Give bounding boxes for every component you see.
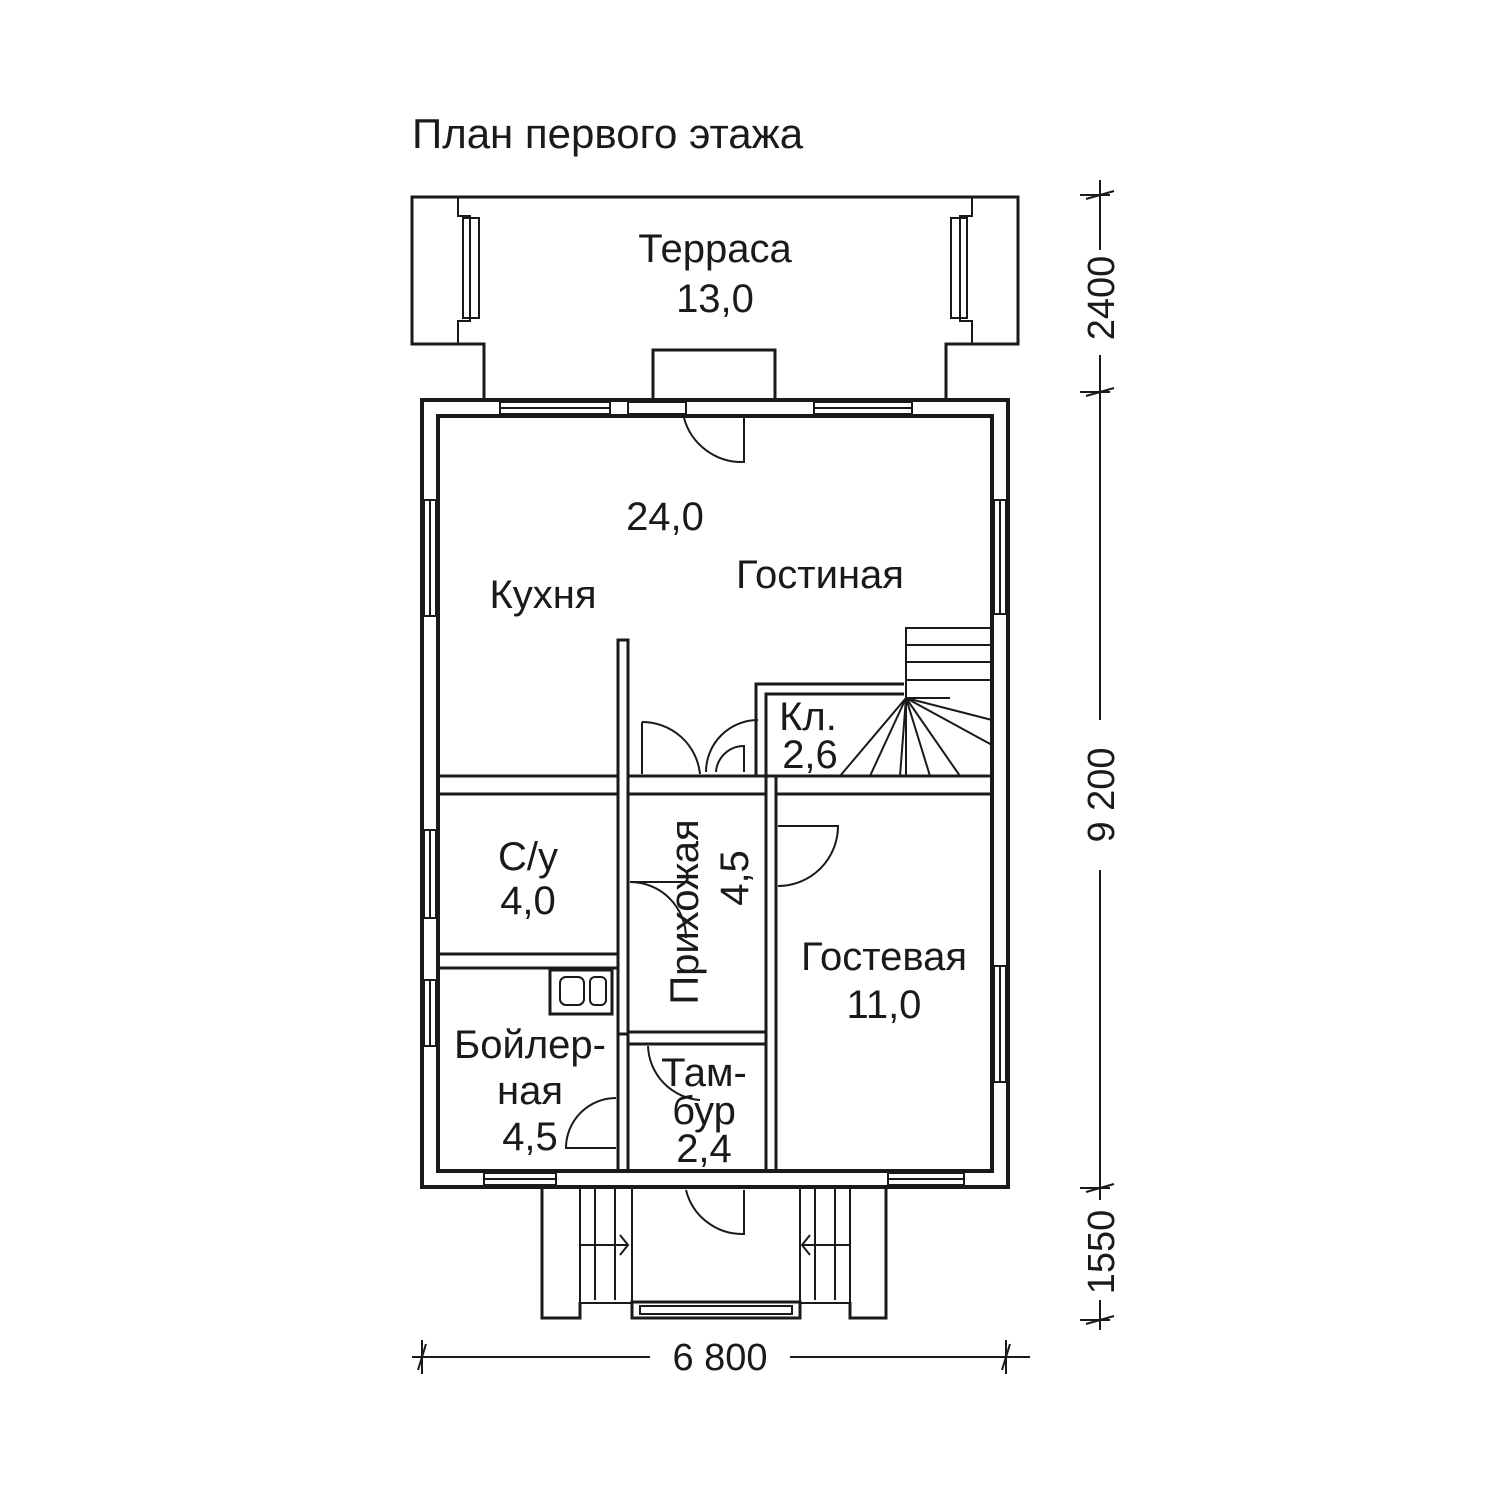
hallway-name: Прихожая (663, 819, 707, 1004)
dimension-terrace: 2400 (1081, 256, 1123, 341)
boiler-room-name-line1: Бойлер- (454, 1023, 606, 1067)
terrace-area: 13,0 (676, 277, 754, 321)
entry-step (651, 348, 777, 402)
kitchen-area: 24,0 (626, 495, 704, 539)
dimension-width: 6 800 (672, 1337, 767, 1379)
porch (540, 1186, 888, 1320)
guest-room-name: Гостевая (801, 935, 967, 979)
terrace (410, 195, 1020, 402)
staircase (839, 627, 993, 777)
doors (564, 417, 840, 1236)
plan-title: План первого этажа (412, 110, 804, 157)
boiler-room-name-line2: ная (497, 1069, 563, 1113)
living-room-name: Гостиная (736, 553, 904, 597)
dimension-porch: 1550 (1081, 1210, 1123, 1295)
terrace-name: Терраса (638, 227, 792, 271)
boiler-room-area: 4,5 (502, 1115, 558, 1159)
dimension-lines: 2400 9 200 1550 6 800 (412, 180, 1123, 1379)
room-labels: Терраса 13,0 24,0 Кухня Гостиная Кл. 2,6… (454, 227, 967, 1171)
storage-area: 2,6 (782, 733, 838, 777)
interior-walls (436, 638, 994, 1173)
kitchen-name: Кухня (489, 573, 596, 617)
vestibule-name-line2: бур (672, 1089, 736, 1133)
bathroom-name: С/у (498, 835, 558, 879)
vestibule-name-line1: Там- (661, 1051, 747, 1095)
bathroom-area: 4,0 (500, 879, 556, 923)
vestibule-area: 2,4 (676, 1127, 732, 1171)
storage-name: Кл. (779, 695, 837, 739)
windows (423, 401, 1007, 1186)
hallway-area: 4,5 (713, 850, 757, 906)
boiler (548, 968, 614, 1016)
guest-room-area: 11,0 (847, 983, 922, 1027)
dimension-house-depth: 9 200 (1081, 747, 1123, 842)
